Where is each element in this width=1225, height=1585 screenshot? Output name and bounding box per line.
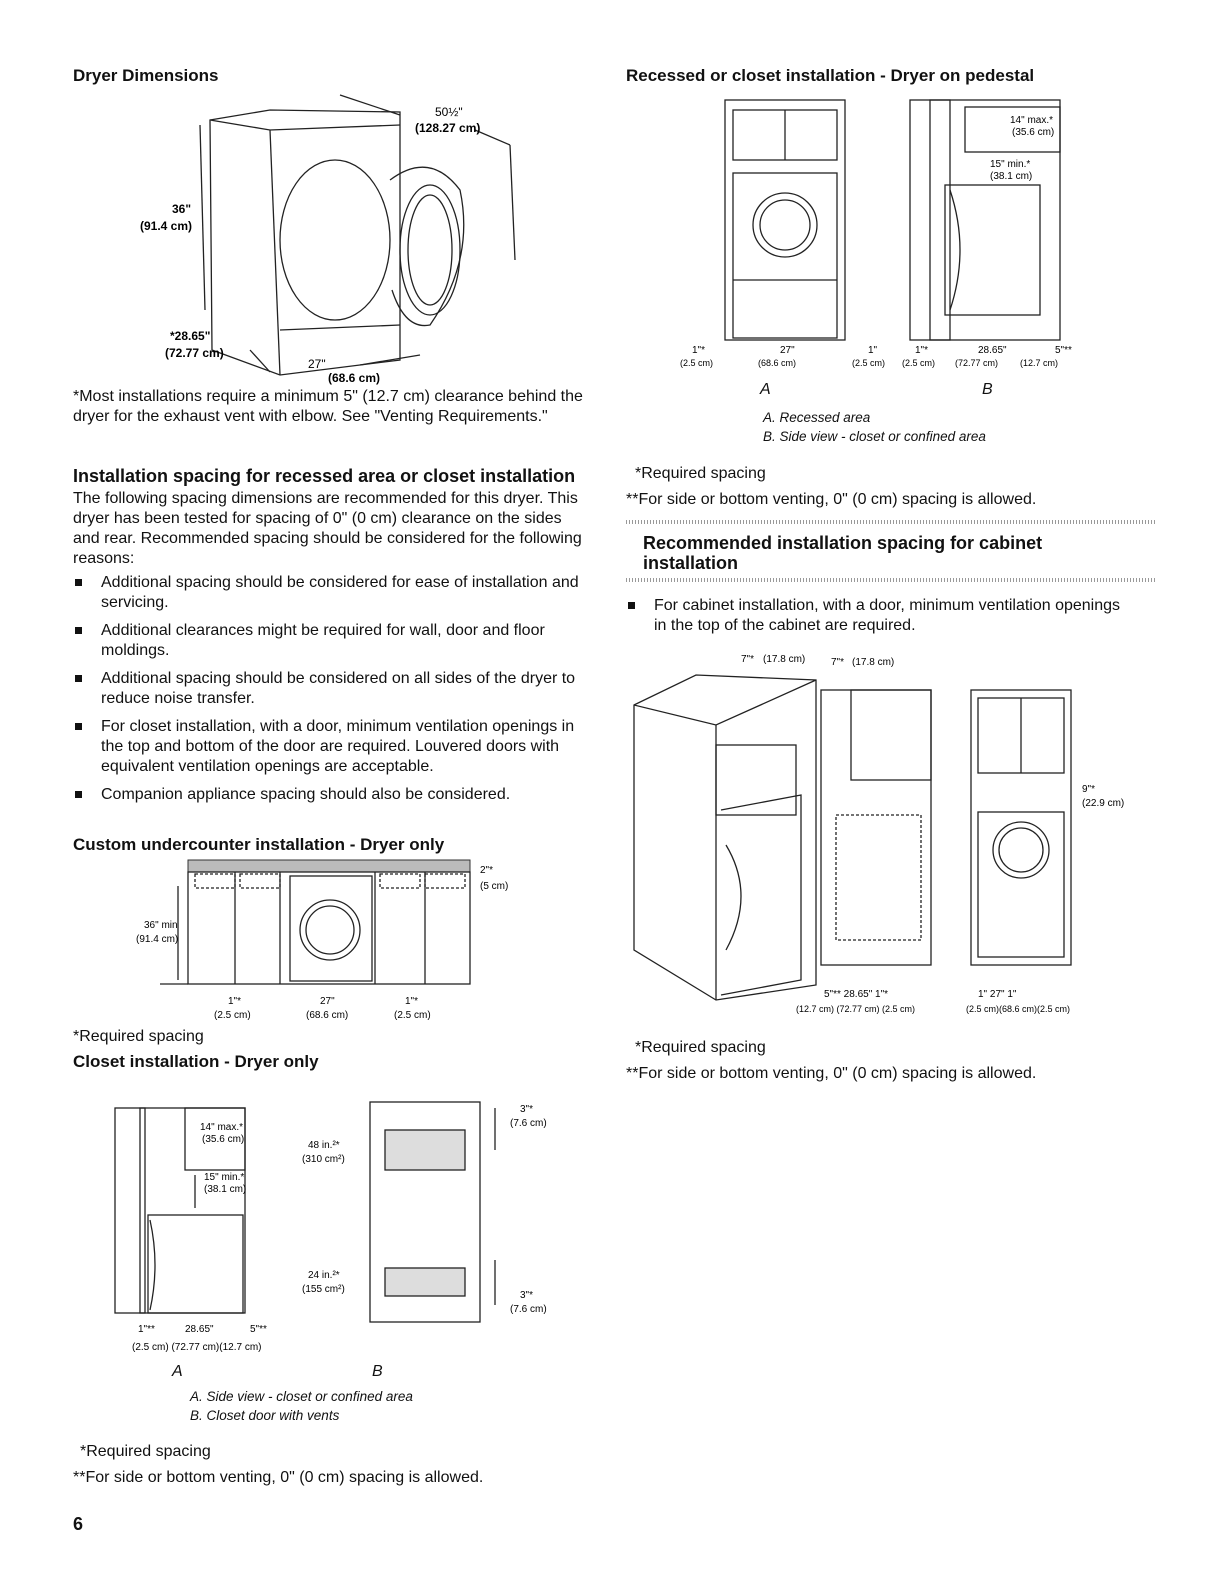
pedestal-note-1: *Required spacing [635,465,766,482]
undercounter-note: *Required spacing [73,1028,204,1045]
closet-gap-bottom-cm: (7.6 cm) [510,1304,547,1315]
cabinet-top2-cm: (17.8 cm) [852,657,894,668]
closet-max: 14" max.* [200,1122,243,1133]
closet-label-a: A [172,1363,183,1380]
pedestal-min: 15" min.* [990,159,1030,170]
list-item: Additional clearances might be required … [73,621,593,661]
closet-note-1: *Required spacing [80,1443,211,1460]
closet-note-2: **For side or bottom venting, 0" (0 cm) … [73,1469,484,1486]
pedestal-a1: 1"* [692,345,705,356]
closet-vent-top: 48 in.²* [308,1140,340,1151]
closet-vent-top-cm: (310 cm²) [302,1154,345,1165]
cabinet-side: 9"* [1082,784,1095,795]
pedestal-label-a: A [760,381,771,398]
pedestal-a2-cm: (68.6 cm) [758,358,796,368]
dryer-dimensions-diagram: 50½" (128.27 cm) 36" (91.4 cm) *28.65" (… [140,94,516,385]
closet-caption-a: A. Side view - closet or confined area [190,1389,413,1404]
closet-title: Closet installation - Dryer only [73,1052,319,1071]
dim-height: 50½" [435,105,463,119]
dim-width-cm: (68.6 cm) [328,371,380,385]
closet-gap-top: 3"* [520,1104,533,1115]
closet-bottom-c: 5"** [250,1324,267,1335]
list-item: Companion appliance spacing should also … [73,785,593,805]
pedestal-b3-cm: (12.7 cm) [1020,358,1058,368]
pedestal-b2: 28.65" [978,345,1007,356]
undercounter-height-cm: (91.4 cm) [136,934,178,945]
closet-diagram: 14" max.* (35.6 cm) 15" min.* (38.1 cm) … [114,1101,547,1353]
undercounter-title: Custom undercounter installation - Dryer… [73,835,445,854]
spacing-title: Installation spacing for recessed area o… [73,466,576,486]
pedestal-b3: 5"** [1055,345,1072,356]
closet-gap-bottom: 3"* [520,1290,533,1301]
list-item: Additional spacing should be considered … [73,573,593,613]
pedestal-caption-b: B. Side view - closet or confined area [763,429,986,444]
cabinet-side-cm: (22.9 cm) [1082,798,1124,809]
page-number: 6 [73,1514,84,1534]
divider-top [626,520,1156,524]
pedestal-title: Recessed or closet installation - Dryer … [626,66,1035,85]
cabinet-top2: 7"* [831,657,844,668]
closet-vent-bottom-cm: (155 cm²) [302,1284,345,1295]
undercounter-width: 27" [320,996,335,1007]
dim-36: 36" [172,202,191,216]
pedestal-b1-cm: (2.5 cm) [902,358,935,368]
cabinet-top1: 7"* [741,654,754,665]
undercounter-top-cm: (5 cm) [480,881,508,892]
undercounter-diagram: 2"* (5 cm) 36" min (91.4 cm) 1"* (2.5 cm… [136,859,508,1021]
pedestal-diagram: 14" max.* (35.6 cm) 15" min.* (38.1 cm) … [680,99,1072,368]
cabinet-bullet-list: For cabinet installation, with a door, m… [626,596,1126,644]
closet-bottom-a: 1"** [138,1324,155,1335]
list-item: For cabinet installation, with a door, m… [626,596,1126,636]
spacing-intro: The following spacing dimensions are rec… [73,490,582,567]
undercounter-width-cm: (68.6 cm) [306,1010,348,1021]
closet-bottom-b: 28.65" [185,1324,214,1335]
dim-width: 27" [308,357,326,371]
pedestal-max: 14" max.* [1010,115,1053,126]
cabinet-top1-cm: (17.8 cm) [763,654,805,665]
undercounter-top: 2"* [480,865,493,876]
undercounter-height: 36" min [144,920,178,931]
list-item: For closet installation, with a door, mi… [73,717,593,777]
dim-36-cm: (91.4 cm) [140,219,192,233]
pedestal-note-2: **For side or bottom venting, 0" (0 cm) … [626,491,1037,508]
list-item: Additional spacing should be considered … [73,669,593,709]
pedestal-a3-cm: (2.5 cm) [852,358,885,368]
pedestal-caption-a: A. Recessed area [763,410,871,425]
closet-min: 15" min.* [204,1172,244,1183]
pedestal-label-b: B [982,381,993,398]
pedestal-a1-cm: (2.5 cm) [680,358,713,368]
pedestal-a2: 27" [780,345,795,356]
closet-bottom-cm: (2.5 cm) (72.77 cm)(12.7 cm) [132,1342,261,1353]
closet-caption-b: B. Closet door with vents [190,1408,340,1423]
pedestal-max-cm: (35.6 cm) [1012,127,1054,138]
cabinet-title: Recommended installation spacing for cab… [643,533,1043,573]
divider-bottom [626,578,1156,582]
cabinet-b-vals: 5"** 28.65" 1"* [824,989,888,1000]
pedestal-b2-cm: (72.77 cm) [955,358,998,368]
cabinet-diagram: 7"* (17.8 cm) 7"* (17.8 cm) 9"* (22.9 cm… [633,654,1124,1014]
cabinet-b-cm: (12.7 cm) (72.77 cm) (2.5 cm) [796,1004,915,1014]
closet-max-cm: (35.6 cm) [202,1134,244,1145]
cabinet-c-cm: (2.5 cm)(68.6 cm)(2.5 cm) [966,1004,1070,1014]
pedestal-b1: 1"* [915,345,928,356]
closet-label-b: B [372,1363,383,1380]
cabinet-note-2: **For side or bottom venting, 0" (0 cm) … [626,1065,1037,1082]
closet-min-cm: (38.1 cm) [204,1184,246,1195]
pedestal-a3: 1" [868,345,878,356]
dryer-dimensions-title: Dryer Dimensions [73,66,219,85]
undercounter-left-gap-cm: (2.5 cm) [214,1010,251,1021]
cabinet-note-1: *Required spacing [635,1039,766,1056]
pedestal-min-cm: (38.1 cm) [990,171,1032,182]
spacing-bullet-list: Additional spacing should be considered … [73,573,593,813]
dim-height-cm: (128.27 cm) [415,121,480,135]
undercounter-right-gap: 1"* [405,996,418,1007]
undercounter-right-gap-cm: (2.5 cm) [394,1010,431,1021]
dim-depth: *28.65" [170,329,210,343]
cabinet-c-vals: 1" 27" 1" [978,989,1017,1000]
closet-gap-top-cm: (7.6 cm) [510,1118,547,1129]
dim-depth-cm: (72.77 cm) [165,346,224,360]
closet-vent-bottom: 24 in.²* [308,1270,340,1281]
undercounter-left-gap: 1"* [228,996,241,1007]
dryer-dimensions-note: *Most installations require a minimum 5"… [73,388,583,425]
